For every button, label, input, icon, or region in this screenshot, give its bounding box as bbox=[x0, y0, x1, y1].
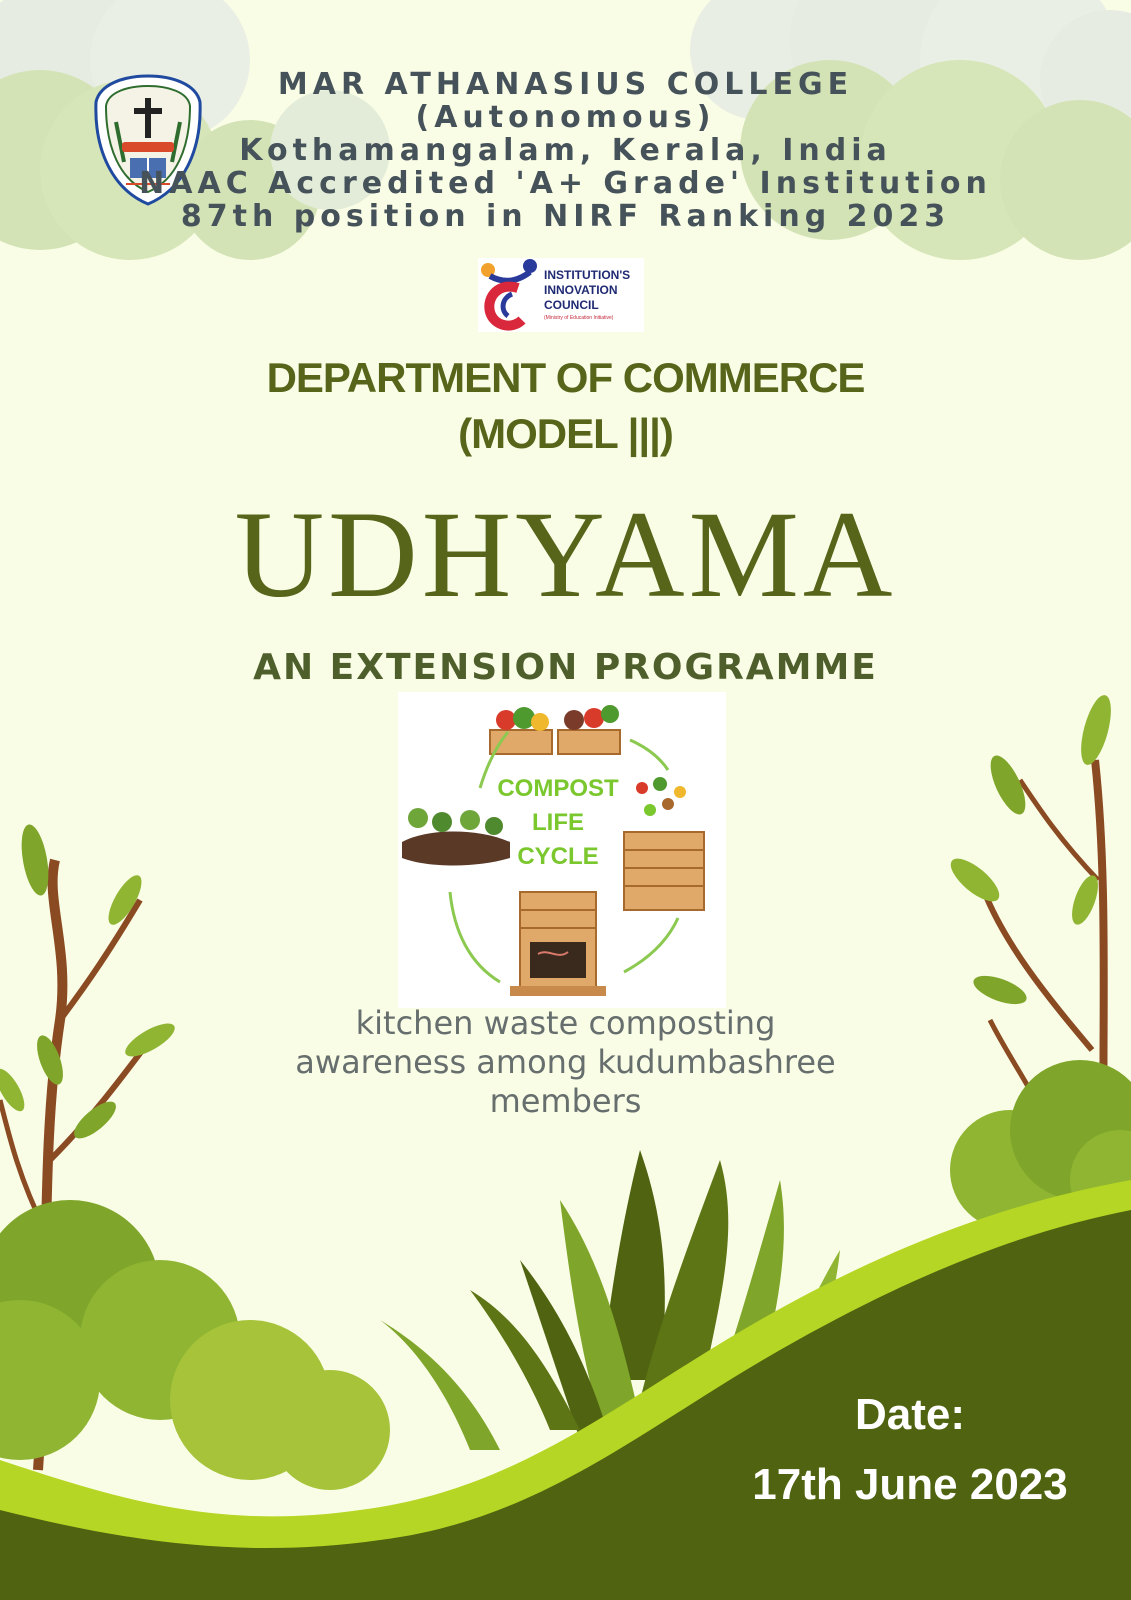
college-name: MAR ATHANASIUS COLLEGE bbox=[277, 67, 854, 102]
event-subtitle: AN EXTENSION PROGRAMME bbox=[253, 647, 878, 688]
description-line: kitchen waste composting bbox=[355, 1004, 776, 1042]
event-title: UDHYAMA bbox=[234, 486, 897, 623]
department-heading: DEPARTMENT OF COMMERCE (MODEL |||) bbox=[0, 350, 1131, 462]
college-emblem-logo bbox=[94, 74, 202, 206]
college-accreditation: NAAC Accredited 'A+ Grade' Institution bbox=[139, 166, 992, 201]
cloud-right bbox=[690, 0, 1131, 260]
college-ranking: 87th position in NIRF Ranking 2023 bbox=[180, 199, 951, 234]
description-line: awareness among kudumbashree bbox=[295, 1043, 836, 1081]
department-name: DEPARTMENT OF COMMERCE bbox=[266, 354, 866, 401]
date-value: 17th June 2023 bbox=[752, 1460, 1068, 1509]
leaves-center bbox=[380, 1150, 840, 1450]
iic-symbol-icon bbox=[481, 259, 537, 331]
iic-logo: INSTITUTION'S INNOVATION COUNCIL (Minist… bbox=[478, 258, 644, 332]
dark-green-wave bbox=[0, 1210, 1131, 1600]
department-model: (MODEL |||) bbox=[458, 410, 674, 457]
bush-left bbox=[0, 1200, 390, 1490]
iic-title: INSTITUTION'S INNOVATION COUNCIL bbox=[544, 268, 631, 312]
college-status: (Autonomous) bbox=[415, 100, 716, 135]
event-description: kitchen waste composting awareness among… bbox=[0, 1004, 1131, 1121]
compost-life-cycle-image: COMPOST LIFE CYCLE bbox=[398, 692, 726, 1008]
description-line: members bbox=[489, 1082, 642, 1120]
iic-subtitle: (Ministry of Education Initiative) bbox=[544, 315, 614, 321]
college-location: Kothamangalam, Kerala, India bbox=[239, 133, 892, 168]
compost-cycle-label: COMPOST LIFE CYCLE bbox=[497, 775, 619, 870]
compost-cycle-illustration bbox=[402, 705, 705, 996]
date-label: Date: bbox=[854, 1390, 966, 1439]
college-header: MAR ATHANASIUS COLLEGE (Autonomous) Koth… bbox=[0, 68, 1131, 233]
